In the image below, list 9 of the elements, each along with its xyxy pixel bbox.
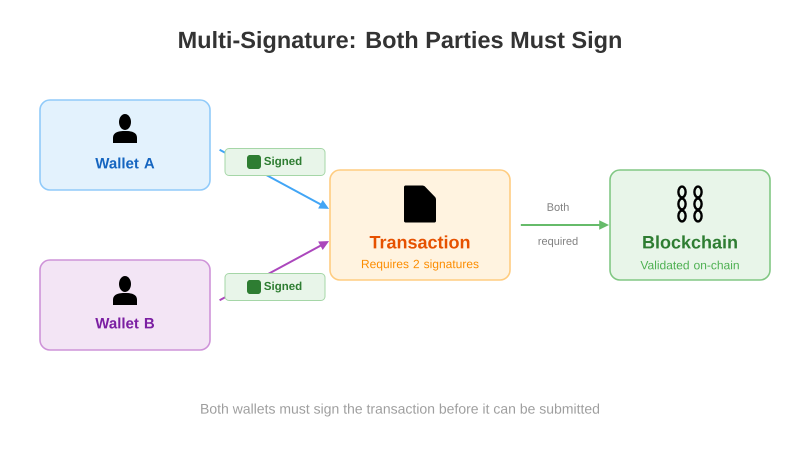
wallet-box: Wallet B	[39, 259, 211, 351]
title: Multi-Signature: Both Parties Must Sign	[179, 31, 621, 53]
edge-label: Both required	[538, 202, 578, 248]
edge-label: Signed	[224, 148, 326, 176]
caption: Both wallets must sign the transaction before it can be submitted	[201, 403, 600, 417]
transaction-box: Transaction Requires 2 signatures	[329, 169, 511, 281]
blockchain-box: Blockchain Validated on-chain	[609, 169, 771, 281]
wallet-box: Wallet A	[39, 99, 211, 191]
edge-label: Signed	[224, 273, 326, 301]
